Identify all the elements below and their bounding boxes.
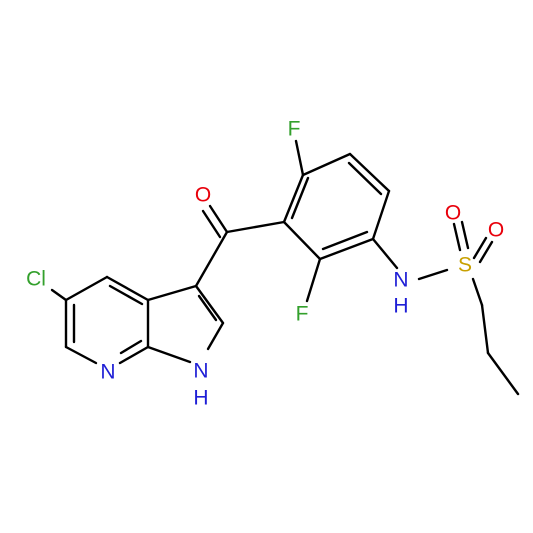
bond-c4-c3a	[105, 275, 150, 302]
bond-c3-c4prime	[348, 152, 391, 193]
bond-c3-c2-inner	[197, 294, 218, 322]
bond-carbonyl-o	[208, 204, 229, 234]
atom-label-chlorine: Cl	[26, 268, 46, 291]
atom-label-sulfonyl-oxygen-1: O	[445, 202, 461, 225]
bond-s-o1-second	[460, 220, 470, 250]
atom-label-sulfur: S	[458, 254, 472, 277]
bond-c7a-n7-inner	[119, 339, 143, 355]
bond-s-ca	[471, 277, 484, 307]
atom-label-fluorine-top: F	[288, 118, 301, 141]
bond-c5-c6prime-inner	[321, 230, 369, 251]
bond-c2-n1	[206, 321, 225, 351]
atom-label-pyrrole-hydrogen: H	[193, 387, 208, 410]
bond-c3-ccarbonyl	[194, 230, 229, 288]
atom-label-layer: Cl O F F N N H N H S O O	[26, 118, 504, 410]
bond-c5prime-n	[371, 237, 399, 270]
bond-layer	[50, 139, 520, 396]
bond-n7-c6	[64, 345, 98, 365]
bond-c1-c2prime-inner	[290, 176, 310, 220]
bond-c6prime-f	[305, 257, 322, 303]
bond-c6-c1prime	[282, 220, 322, 261]
bond-cb-cc	[486, 351, 520, 396]
bond-c3a-c3	[146, 284, 198, 302]
bond-c3-c4prime-inner	[347, 161, 383, 196]
bond-c1-c2prime	[282, 173, 305, 224]
bond-c5-c4	[64, 275, 109, 302]
bond-n1-c7a	[146, 345, 192, 364]
bond-c7a-n7	[118, 345, 150, 365]
bond-carbonyl-o-second	[201, 209, 222, 239]
atom-label-amide-hydrogen: H	[393, 295, 408, 318]
bond-ca-cb	[480, 303, 490, 355]
atom-label-sulfonyl-oxygen-2: O	[488, 219, 504, 242]
atom-label-pyrrole-nitrogen: N	[193, 360, 208, 383]
bond-n-s	[417, 268, 449, 281]
bond-c2-c3prime	[301, 152, 352, 177]
atom-label-carbonyl-oxygen: O	[195, 184, 211, 207]
bond-c4-c5prime	[371, 189, 391, 241]
bond-s-o2	[472, 236, 488, 260]
atom-label-amide-nitrogen: N	[393, 269, 408, 292]
bond-s-o2-second	[478, 240, 494, 264]
atom-label-pyridine-nitrogen: N	[100, 361, 115, 384]
bond-c4-c3a-inner	[108, 284, 144, 306]
atom-label-fluorine-middle: F	[296, 303, 309, 326]
bond-s-o1	[452, 222, 462, 252]
bond-ccarbonyl-c1prime	[225, 220, 286, 234]
bond-c3-c2	[194, 284, 225, 325]
bond-c5-c6prime	[318, 237, 375, 261]
bond-c2prime-f	[294, 139, 305, 177]
bond-c5-cl	[50, 288, 68, 302]
